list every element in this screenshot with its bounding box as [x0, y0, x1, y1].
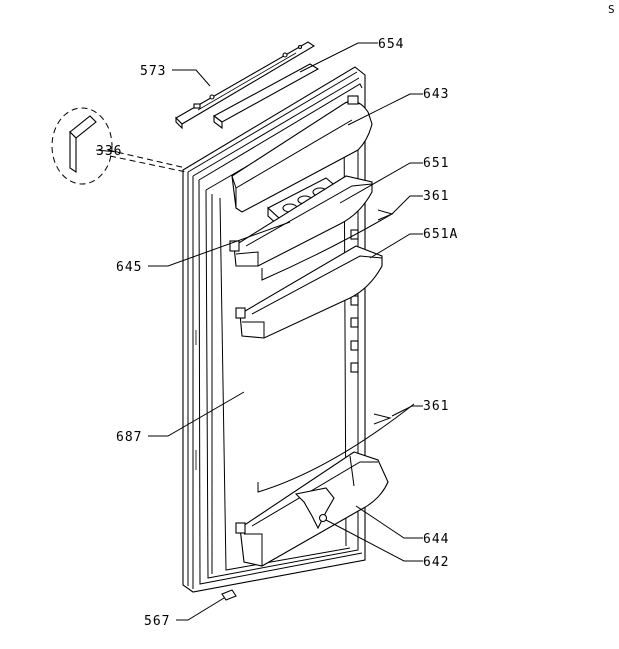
leader-lines [95, 42, 423, 621]
label-651: 651 [423, 156, 449, 171]
label-336: 336 [96, 144, 122, 159]
upper-shelf-part [229, 175, 373, 267]
label-654: 654 [378, 37, 404, 52]
corner-mark: S [608, 3, 615, 16]
hinge-bracket-part [175, 41, 316, 130]
label-567: 567 [144, 614, 170, 629]
label-643: 643 [423, 87, 449, 102]
dairy-cover-part [231, 95, 373, 213]
reference-line-lower [257, 403, 415, 493]
bottle-retainer-part [294, 487, 335, 530]
middle-shelf-part [235, 245, 383, 339]
gasket-detail-magnifier [51, 107, 187, 185]
label-573: 573 [140, 64, 166, 79]
bracket-mark-lower [373, 413, 392, 425]
label-651a: 651A [423, 227, 458, 242]
label-687: 687 [116, 430, 142, 445]
top-strip-part [212, 63, 320, 130]
reference-line-upper [261, 213, 393, 281]
label-644: 644 [423, 532, 449, 547]
label-361-upper: 361 [423, 189, 449, 204]
label-642: 642 [423, 555, 449, 570]
small-part-567 [221, 589, 237, 601]
label-645: 645 [116, 260, 142, 275]
label-361-lower: 361 [423, 399, 449, 414]
